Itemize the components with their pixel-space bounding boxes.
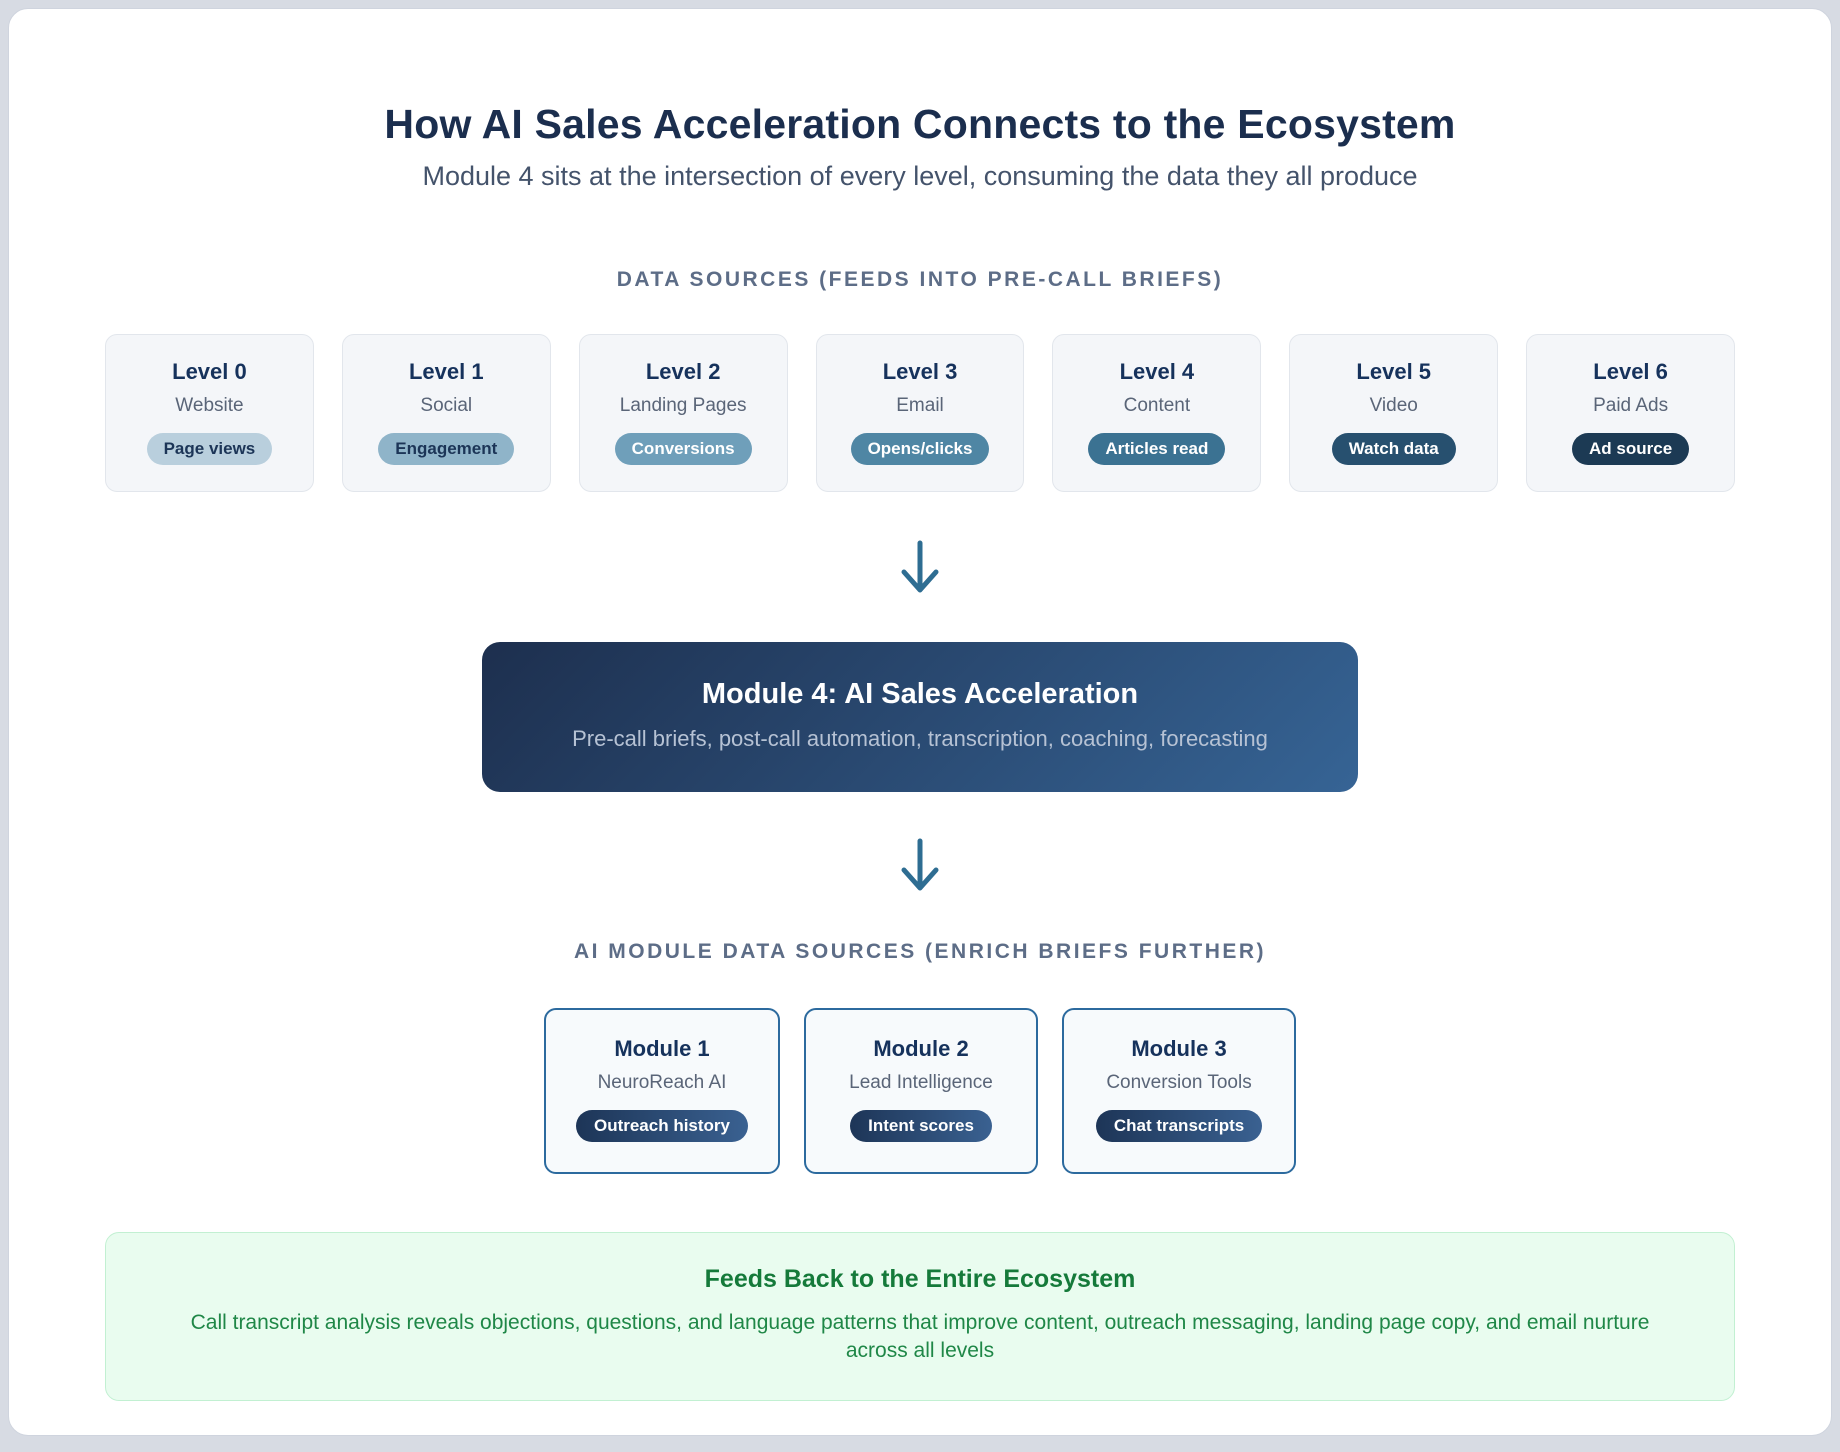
module-title: Module 2 — [873, 1036, 969, 1061]
module-card: Module 3 Conversion Tools Chat transcrip… — [1062, 1008, 1297, 1174]
diagram-canvas: How AI Sales Acceleration Connects to th… — [8, 8, 1832, 1436]
level-badge: Engagement — [378, 433, 515, 465]
down-arrow-icon — [9, 538, 1831, 604]
module-subtitle: NeuroReach AI — [597, 1072, 727, 1093]
level-card: Level 0 Website Page views — [105, 334, 314, 492]
level-title: Level 0 — [172, 359, 247, 384]
down-arrow-icon — [9, 836, 1831, 902]
levels-row: Level 0 Website Page views Level 1 Socia… — [105, 334, 1736, 492]
level-title: Level 2 — [645, 359, 721, 384]
level-card: Level 4 Content Articles read — [1052, 334, 1262, 492]
page-subtitle: Module 4 sits at the intersection of eve… — [422, 161, 1418, 191]
level-card: Level 1 Social Engagement — [341, 334, 551, 492]
level-title: Level 1 — [408, 359, 484, 384]
level-card: Level 2 Landing Pages Conversions — [578, 334, 788, 492]
level-card: Level 3 Email Opens/clicks — [815, 334, 1025, 492]
module-badge: Outreach history — [575, 1110, 749, 1142]
level-badge: Articles read — [1088, 433, 1226, 465]
module-card: Module 1 NeuroReach AI Outreach history — [543, 1008, 781, 1174]
module-title: Module 1 — [614, 1036, 710, 1061]
level-title: Level 4 — [1119, 359, 1195, 384]
level-badge: Opens/clicks — [850, 433, 990, 465]
module-badge: Chat transcripts — [1095, 1110, 1263, 1142]
level-card: Level 6 Paid Ads Ad source — [1526, 334, 1736, 492]
module-subtitle: Conversion Tools — [1106, 1072, 1252, 1093]
ai-module-sources-heading: AI MODULE DATA SOURCES (ENRICH BRIEFS FU… — [573, 940, 1267, 963]
level-subtitle: Website — [175, 395, 244, 416]
level-title: Level 6 — [1593, 359, 1668, 384]
level-badge: Ad source — [1572, 433, 1690, 465]
feedback-body: Call transcript analysis reveals objecti… — [190, 1311, 1650, 1362]
level-card: Level 5 Video Watch data — [1289, 334, 1499, 492]
level-badge: Conversions — [614, 433, 752, 465]
module4-box: Module 4: AI Sales Acceleration Pre-call… — [482, 642, 1358, 792]
module-subtitle: Lead Intelligence — [849, 1072, 993, 1093]
level-title: Level 5 — [1356, 359, 1432, 384]
level-subtitle: Content — [1123, 395, 1191, 416]
module-title: Module 3 — [1131, 1036, 1227, 1061]
module-card: Module 2 Lead Intelligence Intent scores — [804, 1008, 1039, 1174]
level-badge: Page views — [146, 433, 273, 465]
level-subtitle: Video — [1369, 395, 1418, 416]
modules-row: Module 1 NeuroReach AI Outreach history … — [9, 1008, 1831, 1174]
level-subtitle: Social — [420, 395, 473, 416]
page-title: How AI Sales Acceleration Connects to th… — [384, 101, 1456, 147]
module4-subtitle: Pre-call briefs, post-call automation, t… — [572, 726, 1268, 751]
data-sources-heading: DATA SOURCES (FEEDS INTO PRE-CALL BRIEFS… — [616, 268, 1224, 291]
feedback-box: Feeds Back to the Entire Ecosystem Call … — [105, 1232, 1735, 1402]
level-subtitle: Paid Ads — [1593, 395, 1669, 416]
feedback-title: Feeds Back to the Entire Ecosystem — [704, 1265, 1136, 1293]
level-title: Level 3 — [882, 359, 958, 384]
module4-title: Module 4: AI Sales Acceleration — [701, 678, 1139, 710]
level-badge: Watch data — [1331, 433, 1456, 465]
level-subtitle: Email — [896, 395, 944, 416]
level-subtitle: Landing Pages — [619, 395, 747, 416]
module-badge: Intent scores — [850, 1110, 992, 1142]
